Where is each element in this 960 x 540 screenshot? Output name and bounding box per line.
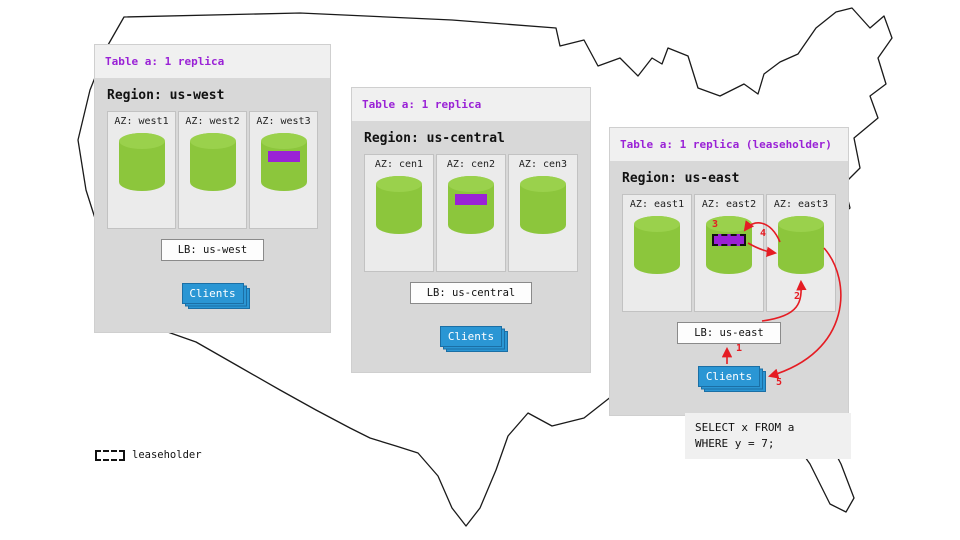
database-cylinder-icon — [778, 216, 824, 274]
replica-indicator — [267, 151, 300, 162]
az-label: AZ: cen3 — [518, 159, 568, 170]
region-title: Region: us-east — [622, 171, 740, 186]
flow-step-label-5: 5 — [776, 377, 783, 388]
az-box-cen3: AZ: cen3 — [508, 154, 578, 272]
load-balancer-us-central: LB: us-central — [409, 282, 533, 304]
clients-node-us-east: Clients — [698, 366, 766, 392]
az-box-east2: AZ: east2 — [694, 194, 764, 312]
clients-label: Clients — [181, 283, 244, 304]
table-replica-leaseholder-label: Table a: 1 replica (leaseholder) — [620, 138, 832, 151]
az-label: AZ: east1 — [629, 199, 685, 210]
database-cylinder-icon — [260, 133, 307, 191]
sql-query-line1: SELECT x FROM a — [695, 421, 795, 434]
panel-body: Region: us-central AZ: cen1 AZ: cen2 AZ:… — [352, 121, 590, 352]
region-panel-us-central: Table a: 1 replica Region: us-central AZ… — [352, 88, 590, 372]
az-label: AZ: east3 — [773, 199, 829, 210]
database-cylinder-icon — [634, 216, 680, 274]
database-cylinder-icon — [520, 176, 566, 234]
az-box-west2: AZ: west2 — [178, 111, 247, 229]
table-header-us-east: Table a: 1 replica (leaseholder) — [610, 128, 848, 161]
table-replica-label: Table a: 1 replica — [105, 55, 225, 68]
az-label: AZ: west3 — [256, 116, 311, 127]
table-header-us-central: Table a: 1 replica — [352, 88, 590, 121]
az-label: AZ: cen1 — [374, 159, 424, 170]
sql-query-box: SELECT x FROM a WHERE y = 7; — [685, 413, 851, 459]
panel-body: Region: us-west AZ: west1 AZ: west2 AZ: … — [95, 78, 330, 309]
panel-body: Region: us-east AZ: east1 AZ: east2 AZ: … — [610, 161, 848, 392]
az-box-west1: AZ: west1 — [107, 111, 176, 229]
load-balancer-us-east: LB: us-east — [677, 322, 781, 344]
az-row: AZ: west1 AZ: west2 AZ: west3 — [107, 111, 318, 229]
az-box-east1: AZ: east1 — [622, 194, 692, 312]
flow-step-label-3: 3 — [712, 219, 719, 230]
region-title: Region: us-central — [364, 131, 505, 146]
az-label: AZ: cen2 — [446, 159, 496, 170]
database-cylinder-icon — [706, 216, 752, 274]
region-title: Region: us-west — [107, 88, 225, 103]
az-box-cen1: AZ: cen1 — [364, 154, 434, 272]
az-box-west3: AZ: west3 — [249, 111, 318, 229]
az-box-cen2: AZ: cen2 — [436, 154, 506, 272]
database-cylinder-icon — [189, 133, 236, 191]
clients-label: Clients — [698, 366, 760, 387]
table-header-us-west: Table a: 1 replica — [95, 45, 330, 78]
region-panel-us-east: Table a: 1 replica (leaseholder) Region:… — [610, 128, 848, 415]
legend-label: leaseholder — [132, 449, 202, 461]
az-box-east3: AZ: east3 — [766, 194, 836, 312]
sql-query-line2: WHERE y = 7; — [695, 436, 775, 450]
az-row: AZ: east1 AZ: east2 AZ: east3 — [622, 194, 836, 312]
load-balancer-us-west: LB: us-west — [160, 239, 265, 261]
database-cylinder-icon — [118, 133, 165, 191]
flow-step-label-4: 4 — [760, 228, 767, 239]
az-label: AZ: east2 — [701, 199, 757, 210]
flow-step-label-1: 1 — [736, 343, 743, 354]
flow-step-label-2: 2 — [794, 291, 801, 302]
region-panel-us-west: Table a: 1 replica Region: us-west AZ: w… — [95, 45, 330, 332]
database-cylinder-icon — [376, 176, 422, 234]
clients-node-us-west: Clients — [181, 283, 250, 309]
table-replica-label: Table a: 1 replica — [362, 98, 482, 111]
az-row: AZ: cen1 AZ: cen2 AZ: cen3 — [364, 154, 578, 272]
clients-node-us-central: Clients — [440, 326, 508, 352]
leaseholder-swatch-icon — [95, 449, 125, 461]
az-label: AZ: west2 — [185, 116, 240, 127]
database-cylinder-icon — [448, 176, 494, 234]
legend-leaseholder: leaseholder — [95, 449, 202, 461]
leaseholder-indicator — [712, 234, 746, 246]
az-label: AZ: west1 — [114, 116, 169, 127]
clients-label: Clients — [440, 326, 502, 347]
replica-indicator — [455, 194, 487, 205]
